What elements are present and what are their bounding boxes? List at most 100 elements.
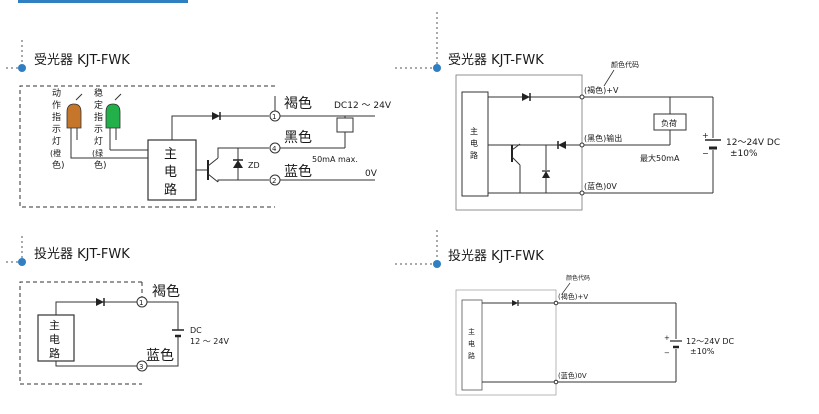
emitter-title: 投光器 KJT-FWK xyxy=(448,248,544,264)
action-led-label: 动 作 指 示 灯 (橙 色) xyxy=(50,88,65,171)
svg-text:电: 电 xyxy=(49,333,60,346)
terminal-2: 2 xyxy=(269,174,281,186)
blue-0v-label: (蓝色)0V xyxy=(558,371,587,380)
title-bullet-icon xyxy=(433,64,441,72)
svg-text:灯: 灯 xyxy=(52,136,61,147)
blue-external-wire xyxy=(147,340,179,367)
svg-text:示: 示 xyxy=(94,125,103,135)
supply-label: DC12 ～ 24V xyxy=(334,101,392,111)
emitter-diagram-left: 投光器 KJT-FWK 主 电 路 1 3 褐色 蓝色 xyxy=(6,236,229,385)
terminal-blue xyxy=(553,379,559,385)
terminal-blue xyxy=(579,190,585,196)
color-code-pointer xyxy=(603,69,615,87)
receiver-diagram-right: 受光器 KJT-FWK 主 电 路 颜色代码 xyxy=(395,12,780,211)
load-relay-icon xyxy=(336,117,354,133)
wire-brown-label: 褐色 xyxy=(152,283,180,300)
brown-internal-wire xyxy=(55,301,137,315)
transistor-icon xyxy=(196,147,269,183)
svg-text:4: 4 xyxy=(272,145,277,153)
max-current-label: 50mA max. xyxy=(312,155,358,164)
svg-text:动: 动 xyxy=(52,88,61,99)
color-code-label: 颜色代码 xyxy=(566,274,590,282)
svg-text:定: 定 xyxy=(94,99,103,111)
terminal-brown xyxy=(553,300,559,306)
diode-icon xyxy=(512,300,519,306)
output-diode-icon xyxy=(557,141,566,149)
terminal-1: 1 xyxy=(269,110,281,122)
main-circuit-box xyxy=(461,91,489,197)
brown-v-label: (褐色)+V xyxy=(558,292,588,301)
supply-label: 12～24V DC xyxy=(686,337,735,346)
svg-text:主: 主 xyxy=(468,327,475,336)
blue-0v-label: (蓝色)0V xyxy=(584,181,617,191)
minus-sign: − xyxy=(702,149,709,158)
brown-external-wire xyxy=(147,301,179,328)
transistor-icon xyxy=(511,143,521,193)
plus-sign: + xyxy=(664,334,670,342)
battery-icon xyxy=(670,340,682,349)
svg-text:1: 1 xyxy=(272,113,276,121)
blue-internal-wire xyxy=(55,361,137,367)
title-bullet-icon xyxy=(433,260,441,268)
stable-led-label: 稳 定 指 示 灯 (绿 色) xyxy=(92,87,107,171)
svg-text:电: 电 xyxy=(164,165,177,180)
brown-v-label: (褐色)+V xyxy=(584,85,619,95)
svg-text:路: 路 xyxy=(49,347,60,360)
battery-icon xyxy=(172,328,184,340)
title-bullet-icon xyxy=(18,258,26,266)
svg-text:指: 指 xyxy=(52,111,61,123)
receiver-title: 受光器 KJT-FWK xyxy=(448,53,544,68)
svg-text:色): 色) xyxy=(52,159,65,171)
emitter-housing xyxy=(455,289,557,396)
svg-text:电: 电 xyxy=(468,339,475,348)
diode-icon xyxy=(96,298,105,306)
svg-text:(绿: (绿 xyxy=(92,149,103,158)
svg-text:2: 2 xyxy=(272,177,276,185)
color-code-pointer xyxy=(561,282,571,295)
max-current-label: 最大50mA xyxy=(640,153,680,163)
supply-range-label: 12 ～ 24V xyxy=(190,337,229,346)
svg-text:3: 3 xyxy=(139,363,143,371)
terminal-brown xyxy=(579,94,585,100)
wire-blue-label: 蓝色 xyxy=(146,347,174,364)
orange-led-icon xyxy=(66,93,83,150)
supply-dc-label: DC xyxy=(190,326,202,335)
minus-sign: − xyxy=(664,349,670,357)
zero-volt-label: 0V xyxy=(365,169,378,179)
zener-diode-icon: ZD xyxy=(233,148,260,180)
diode-icon xyxy=(522,93,531,101)
zener-diode-icon xyxy=(542,145,550,193)
tolerance-label: ±10% xyxy=(690,347,715,356)
title-bullet-icon xyxy=(18,64,26,72)
wire-blue-label: 蓝色 xyxy=(284,163,312,180)
terminal-1: 1 xyxy=(136,296,148,308)
load-label: 负荷 xyxy=(661,118,677,128)
diode-icon xyxy=(212,112,221,120)
header-accent-bar xyxy=(18,0,188,3)
svg-text:ZD: ZD xyxy=(248,161,260,170)
svg-text:1: 1 xyxy=(139,299,143,307)
svg-text:路: 路 xyxy=(470,150,478,160)
svg-text:色): 色) xyxy=(94,159,107,171)
green-led-icon xyxy=(105,93,122,150)
svg-text:指: 指 xyxy=(94,111,103,123)
svg-text:作: 作 xyxy=(52,99,61,111)
plus-sign: + xyxy=(702,131,709,140)
terminal-black xyxy=(579,142,585,148)
orange-led-wire xyxy=(70,150,148,159)
svg-text:(橙: (橙 xyxy=(50,148,61,158)
svg-text:路: 路 xyxy=(468,351,475,360)
svg-text:路: 路 xyxy=(164,182,177,198)
svg-text:示: 示 xyxy=(52,125,61,135)
svg-text:电: 电 xyxy=(470,138,478,148)
color-code-label: 颜色代码 xyxy=(611,60,639,69)
wire-brown-label: 褐色 xyxy=(284,95,312,112)
supply-label: 12～24V DC xyxy=(726,138,780,148)
main-circuit-box xyxy=(461,299,483,391)
battery-icon xyxy=(705,139,721,150)
receiver-housing-outline xyxy=(19,85,275,208)
svg-text:主: 主 xyxy=(49,319,60,332)
wire-black-label: 黑色 xyxy=(284,129,312,146)
receiver-title: 受光器 KJT-FWK xyxy=(34,53,130,68)
